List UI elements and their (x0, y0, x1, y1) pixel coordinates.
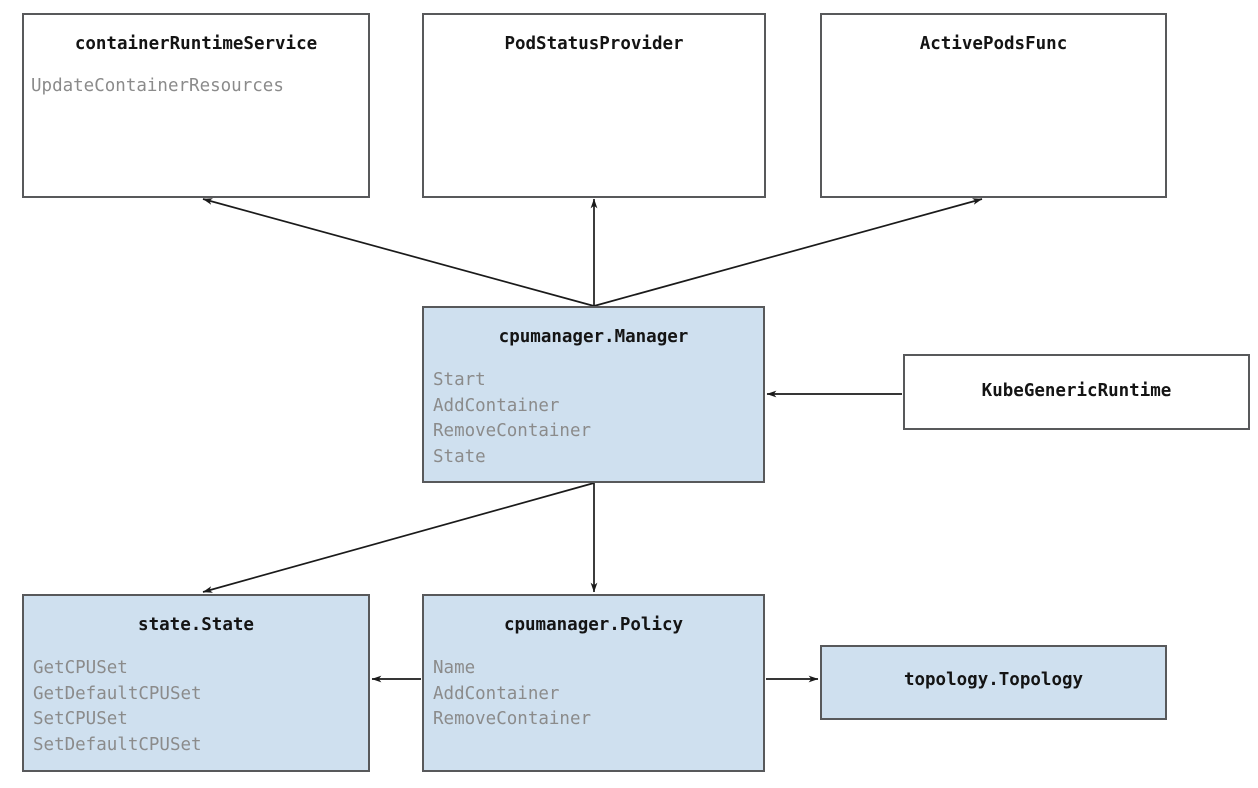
class-node-member: GetDefaultCPUSet (33, 683, 202, 704)
class-node-member-list: Start AddContainer RemoveContainer State (424, 368, 763, 470)
class-node-title: cpumanager.Manager (498, 327, 689, 347)
class-node-topology-topology[interactable]: topology.Topology (820, 645, 1167, 720)
class-node-pod-status-provider[interactable]: PodStatusProvider (422, 13, 766, 198)
class-node-container-runtime-service[interactable]: containerRuntimeService UpdateContainerR… (22, 13, 370, 198)
class-node-member: Name (433, 658, 476, 678)
class-node-member: SetDefaultCPUSet (33, 734, 202, 755)
class-node-member: AddContainer (433, 683, 560, 704)
class-node-member: Start (433, 370, 486, 390)
edge-manager-to-state-state (202, 482, 595, 593)
class-node-member: GetCPUSet (33, 658, 128, 678)
class-node-cpumanager-manager[interactable]: cpumanager.Manager Start AddContainer Re… (422, 306, 765, 483)
class-node-member: State (433, 446, 486, 467)
class-node-cpumanager-policy[interactable]: cpumanager.Policy Name AddContainer Remo… (422, 594, 765, 772)
class-node-title: ActivePodsFunc (919, 34, 1068, 54)
class-node-member: UpdateContainerResources (31, 76, 284, 96)
class-node-member: RemoveContainer (433, 709, 592, 729)
edge-manager-to-container-runtime-service (202, 198, 595, 307)
class-node-active-pods-func[interactable]: ActivePodsFunc (820, 13, 1167, 198)
class-node-member-list: Name AddContainer RemoveContainer (424, 656, 763, 733)
class-node-member: RemoveContainer (433, 421, 592, 441)
class-node-title: state.State (138, 615, 254, 635)
class-node-title: topology.Topology (903, 670, 1084, 690)
class-node-member-list: GetCPUSet GetDefaultCPUSet SetCPUSet Set… (24, 656, 368, 758)
class-node-title: PodStatusProvider (504, 34, 684, 54)
class-node-title: KubeGenericRuntime (981, 381, 1172, 401)
class-node-member: AddContainer (433, 395, 560, 416)
class-node-title: cpumanager.Policy (503, 615, 684, 635)
class-node-member-list: UpdateContainerResources (24, 74, 368, 100)
edge-manager-to-active-pods-func (593, 198, 983, 307)
class-node-member: SetCPUSet (33, 709, 128, 729)
class-node-state-state[interactable]: state.State GetCPUSet GetDefaultCPUSet S… (22, 594, 370, 772)
class-node-title: containerRuntimeService (74, 34, 318, 54)
class-node-kube-generic-runtime[interactable]: KubeGenericRuntime (903, 354, 1250, 430)
